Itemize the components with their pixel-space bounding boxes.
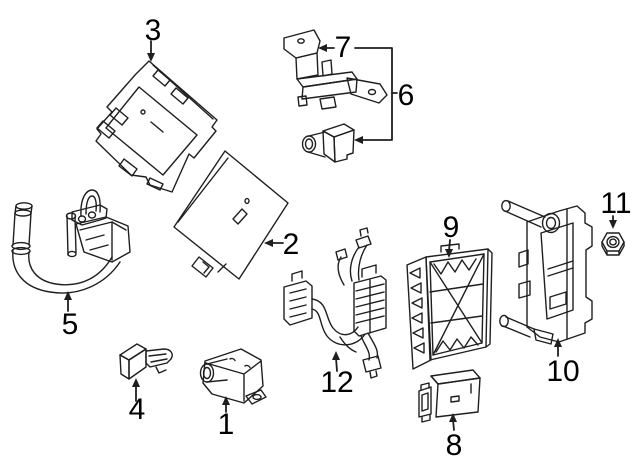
callout-3-label[interactable]: 3: [145, 14, 162, 47]
bracket-hole: [367, 88, 377, 96]
callout-2-arrow: [264, 239, 284, 247]
part-4-clip-sensor-drawing: [119, 343, 173, 380]
callout-9-label[interactable]: 9: [443, 211, 460, 244]
sensor-barrel: [199, 363, 215, 383]
callout-1-label[interactable]: 1: [218, 408, 235, 441]
callout-10-label[interactable]: 10: [546, 355, 579, 388]
mounting-hole: [252, 393, 262, 401]
callout-4-arrow: [132, 378, 140, 402]
part-2-flat-module-drawing: [173, 150, 289, 280]
callout-8-arrow: [449, 413, 457, 431]
part-5-antenna-cable-drawing: [11, 189, 131, 294]
part-12-wiring-harness-drawing: [283, 227, 387, 379]
part-7-mounting-bracket-drawing: [283, 29, 388, 110]
callout-1-arrow: [222, 396, 230, 413]
callout-10-arrow: [554, 338, 562, 357]
callout-2-label[interactable]: 2: [283, 228, 300, 261]
harness-cable: [311, 298, 359, 336]
callout-7-label[interactable]: 7: [335, 31, 352, 64]
callout-8-label[interactable]: 8: [446, 429, 463, 462]
callout-4-label[interactable]: 4: [129, 393, 146, 426]
antenna-cable: [12, 249, 121, 294]
callout-6-connector-line: [354, 47, 398, 144]
part-10-support-bracket-drawing: [499, 199, 593, 345]
callout-3-arrow: [147, 40, 155, 62]
part-11-hex-nut-drawing: [601, 232, 625, 256]
part-3-large-control-module-drawing: [95, 60, 218, 193]
sensor-lens: [301, 135, 317, 153]
part-1-sensor-module-drawing: [199, 348, 267, 405]
callout-12-arrow: [332, 351, 340, 372]
part-9-ribbed-module-drawing: [406, 243, 493, 370]
callout-12-label[interactable]: 12: [320, 366, 353, 399]
callout-5-label[interactable]: 5: [62, 308, 79, 341]
callout-11-label[interactable]: 11: [600, 187, 631, 220]
callout-7-arrow: [318, 44, 335, 52]
callout-11-arrow: [609, 215, 617, 229]
bracket-hole: [297, 38, 305, 44]
callout-6-label[interactable]: 6: [398, 79, 415, 112]
callout-9-arrow: [445, 239, 453, 258]
part-6-sensor-drawing: [301, 123, 355, 163]
part-8-small-module-drawing: [418, 369, 481, 423]
callout-5-arrow: [64, 291, 72, 312]
